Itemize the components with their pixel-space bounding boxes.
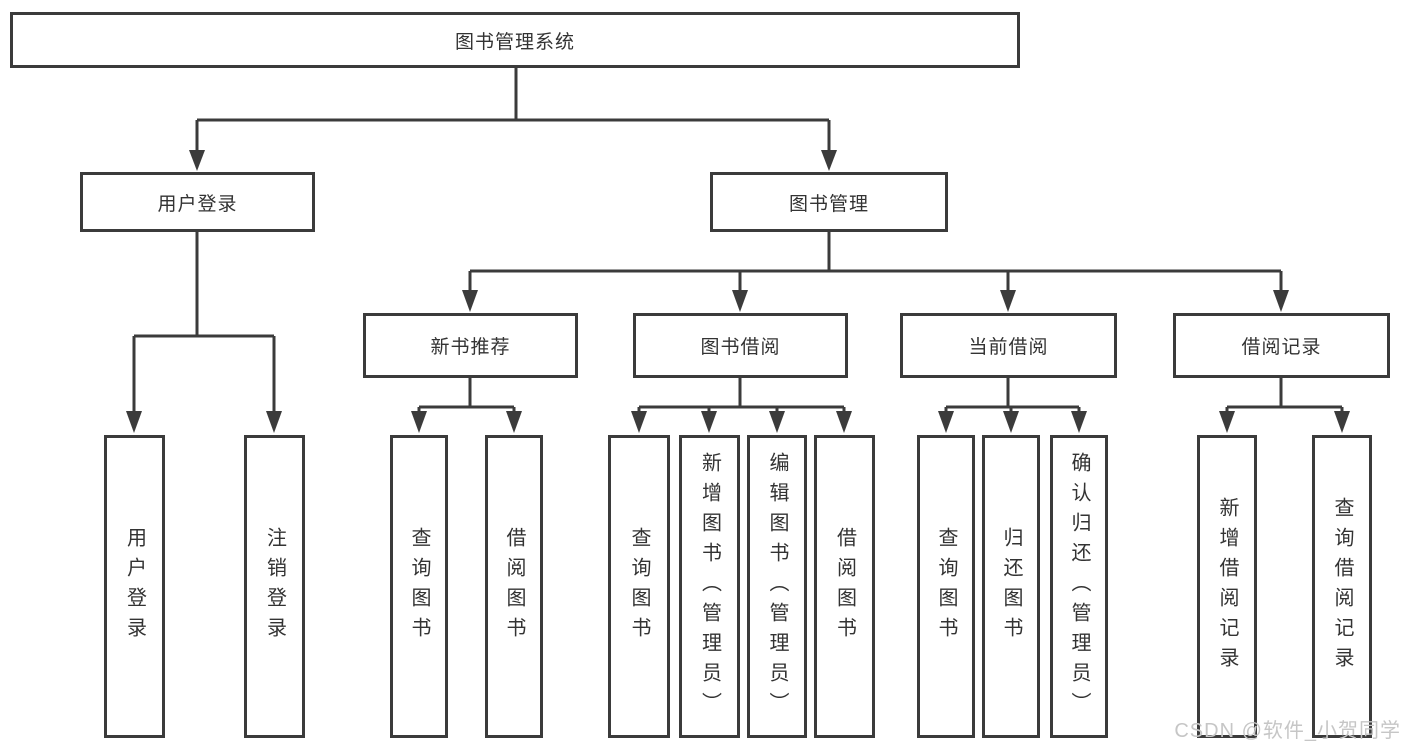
- connector-new-book-recommend-to-leaves: [411, 378, 522, 433]
- node-label: 图书管理: [788, 193, 869, 215]
- node-book-borrow: 图书借阅: [633, 313, 848, 378]
- node-user-login-branch: 用户登录: [80, 172, 315, 232]
- leaf-add-borrow-record: 新增借阅记录: [1197, 435, 1257, 738]
- connector-root-to-branches: [189, 68, 837, 171]
- node-label: 查询图书: [628, 526, 650, 647]
- node-label: 注销登录: [263, 526, 286, 647]
- node-label: 新增图书（管理员）: [698, 451, 721, 722]
- connector-current-borrow-to-leaves: [938, 378, 1087, 433]
- leaf-add-books-admin: 新增图书（管理员）: [679, 435, 740, 738]
- node-borrow-records: 借阅记录: [1173, 313, 1390, 378]
- leaf-confirm-return-admin: 确认归还（管理员）: [1050, 435, 1108, 738]
- node-label: 归还图书: [1000, 526, 1022, 647]
- leaf-borrow-books-recommend: 借阅图书: [485, 435, 543, 738]
- connector-borrow-records-to-leaves: [1219, 378, 1350, 433]
- node-label: 图书借阅: [700, 337, 781, 358]
- node-root-library-system: 图书管理系统: [10, 12, 1020, 68]
- node-book-management-branch: 图书管理: [710, 172, 948, 232]
- node-label: 新书推荐: [430, 337, 511, 358]
- leaf-query-books-recommend: 查询图书: [390, 435, 448, 738]
- node-label: 查询借阅记录: [1331, 496, 1353, 677]
- leaf-borrow-books: 借阅图书: [814, 435, 875, 738]
- leaf-query-borrow-record: 查询借阅记录: [1312, 435, 1372, 738]
- connector-user-login-to-leaves: [126, 232, 282, 433]
- node-label: 查询图书: [408, 526, 430, 647]
- connector-book-management-to-modules: [462, 232, 1289, 312]
- node-label: 编辑图书（管理员）: [766, 451, 788, 722]
- node-new-book-recommend: 新书推荐: [363, 313, 578, 378]
- node-label: 用户登录: [123, 526, 146, 647]
- node-label: 借阅图书: [503, 526, 525, 647]
- node-current-borrow: 当前借阅: [900, 313, 1117, 378]
- node-label: 新增借阅记录: [1216, 496, 1238, 677]
- node-label: 当前借阅: [968, 337, 1049, 358]
- leaf-edit-books-admin: 编辑图书（管理员）: [747, 435, 807, 738]
- node-label: 借阅记录: [1241, 337, 1322, 358]
- node-label: 借阅图书: [833, 526, 856, 647]
- node-label: 图书管理系统: [454, 31, 575, 53]
- leaf-return-books: 归还图书: [982, 435, 1040, 738]
- leaf-query-books-current: 查询图书: [917, 435, 975, 738]
- connector-book-borrow-to-leaves: [631, 378, 852, 433]
- leaf-query-books-borrow: 查询图书: [608, 435, 670, 738]
- node-label: 查询图书: [935, 526, 957, 647]
- node-label: 用户登录: [157, 193, 238, 215]
- leaf-user-login: 用户登录: [104, 435, 165, 738]
- leaf-logout: 注销登录: [244, 435, 305, 738]
- node-label: 确认归还（管理员）: [1068, 451, 1090, 722]
- watermark: CSDN @软件_小贺同学: [1174, 720, 1401, 742]
